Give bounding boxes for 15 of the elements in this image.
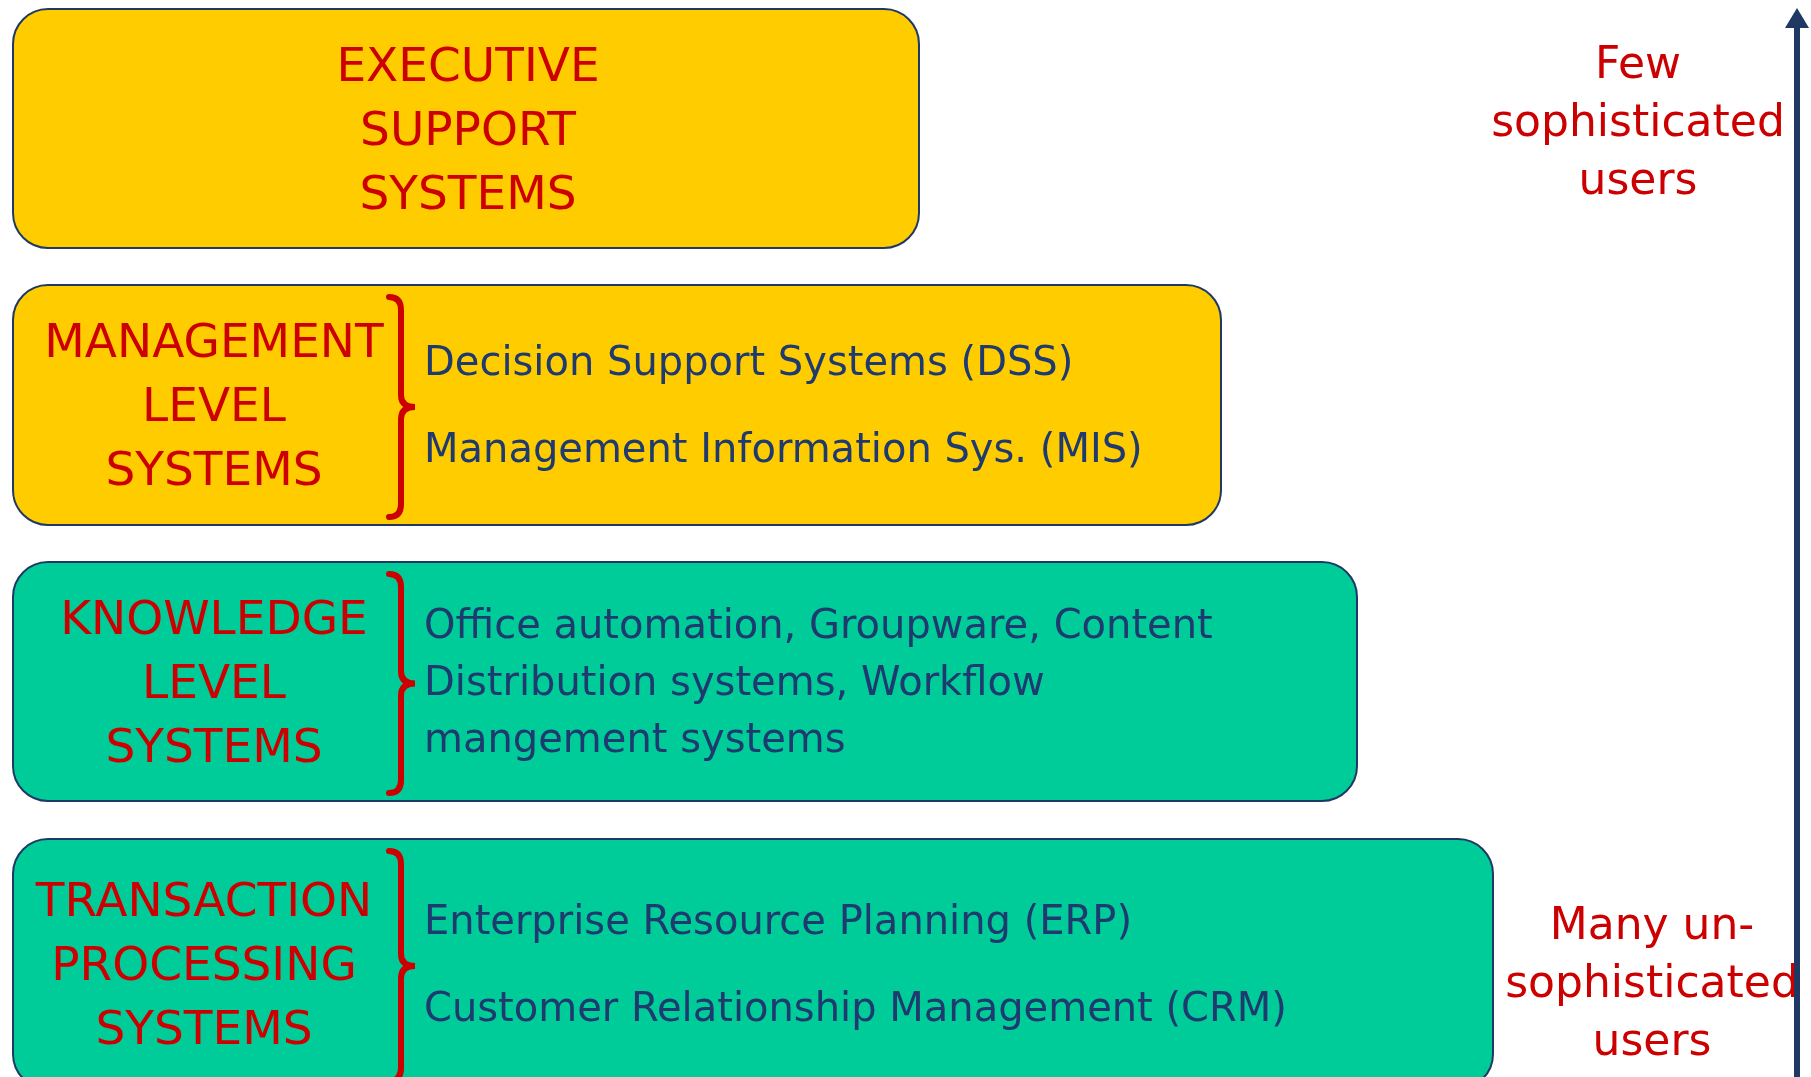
level-box (12, 8, 920, 249)
level-box (12, 284, 1222, 526)
level-box (12, 838, 1494, 1077)
system-list-item: Decision Support Systems (DSS) (424, 337, 1075, 386)
user-level-note: Few sophisticated users (1490, 36, 1786, 206)
level-title: MANAGEMENT LEVEL SYSTEMS (44, 312, 384, 498)
system-list-item: Management Information Sys. (MIS) (424, 424, 1144, 473)
level-box (12, 561, 1358, 802)
level-title: KNOWLEDGE LEVEL SYSTEMS (60, 588, 368, 775)
level-title: TRANSACTION PROCESSING SYSTEMS (35, 871, 373, 1057)
user-level-note: Many un- sophisticated users (1504, 897, 1800, 1067)
level-title: EXECUTIVE SUPPORT SYSTEMS (336, 35, 600, 222)
system-list-item: Office automation, Groupware, Content Distribution systems, Workflow mangement systems (424, 600, 1214, 763)
system-list-item: Customer Relationship Management (CRM) (424, 983, 1288, 1032)
system-list-item: Enterprise Resource Planning (ERP) (424, 896, 1134, 945)
